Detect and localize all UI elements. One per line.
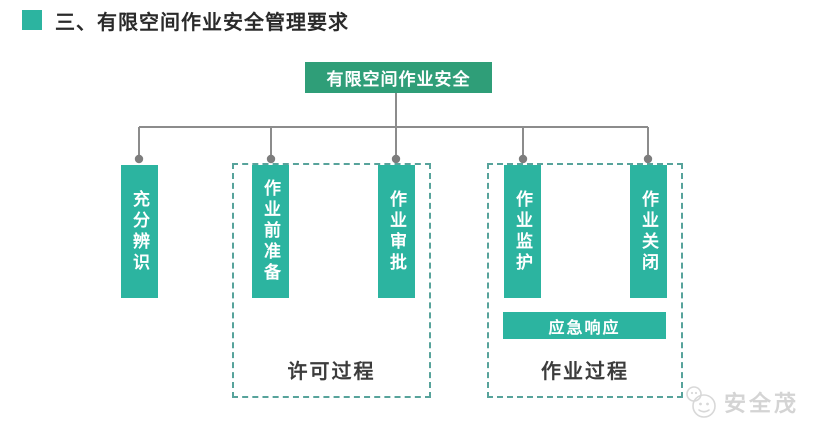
root-node: 有限空间作业安全 [305,62,492,93]
watermark-text: 安全茂 [724,391,800,416]
node-work-monitoring-label: 作业监护 [513,189,532,274]
group-operation-process [487,163,683,398]
node-work-approval-label: 作业审批 [387,189,406,274]
node-pre-work-preparation-label: 作业前准备 [261,179,280,284]
square-bullet-icon [22,10,42,30]
emergency-response-label: 应急响应 [548,319,621,337]
group-permit-process [232,163,431,398]
watermark: 安全茂 [682,384,799,420]
node-work-approval: 作业审批 [378,165,415,298]
group-label-permit-process: 许可过程 [287,360,376,383]
group-label-operation-process: 作业过程 [541,360,629,383]
node-work-monitoring: 作业监护 [504,165,541,298]
title-row: 三、有限空间作业安全管理要求 [0,0,815,44]
node-identify: 充分辨识 [121,165,158,298]
node-identify-label: 充分辨识 [130,189,149,274]
node-work-closure: 作业关闭 [630,165,667,298]
page-title: 三、有限空间作业安全管理要求 [55,12,349,34]
root-node-label: 有限空间作业安全 [326,70,471,89]
node-work-closure-label: 作业关闭 [639,189,658,274]
node-pre-work-preparation: 作业前准备 [252,165,289,298]
mascot-face-icon [686,386,716,418]
emergency-response-box: 应急响应 [503,312,666,339]
